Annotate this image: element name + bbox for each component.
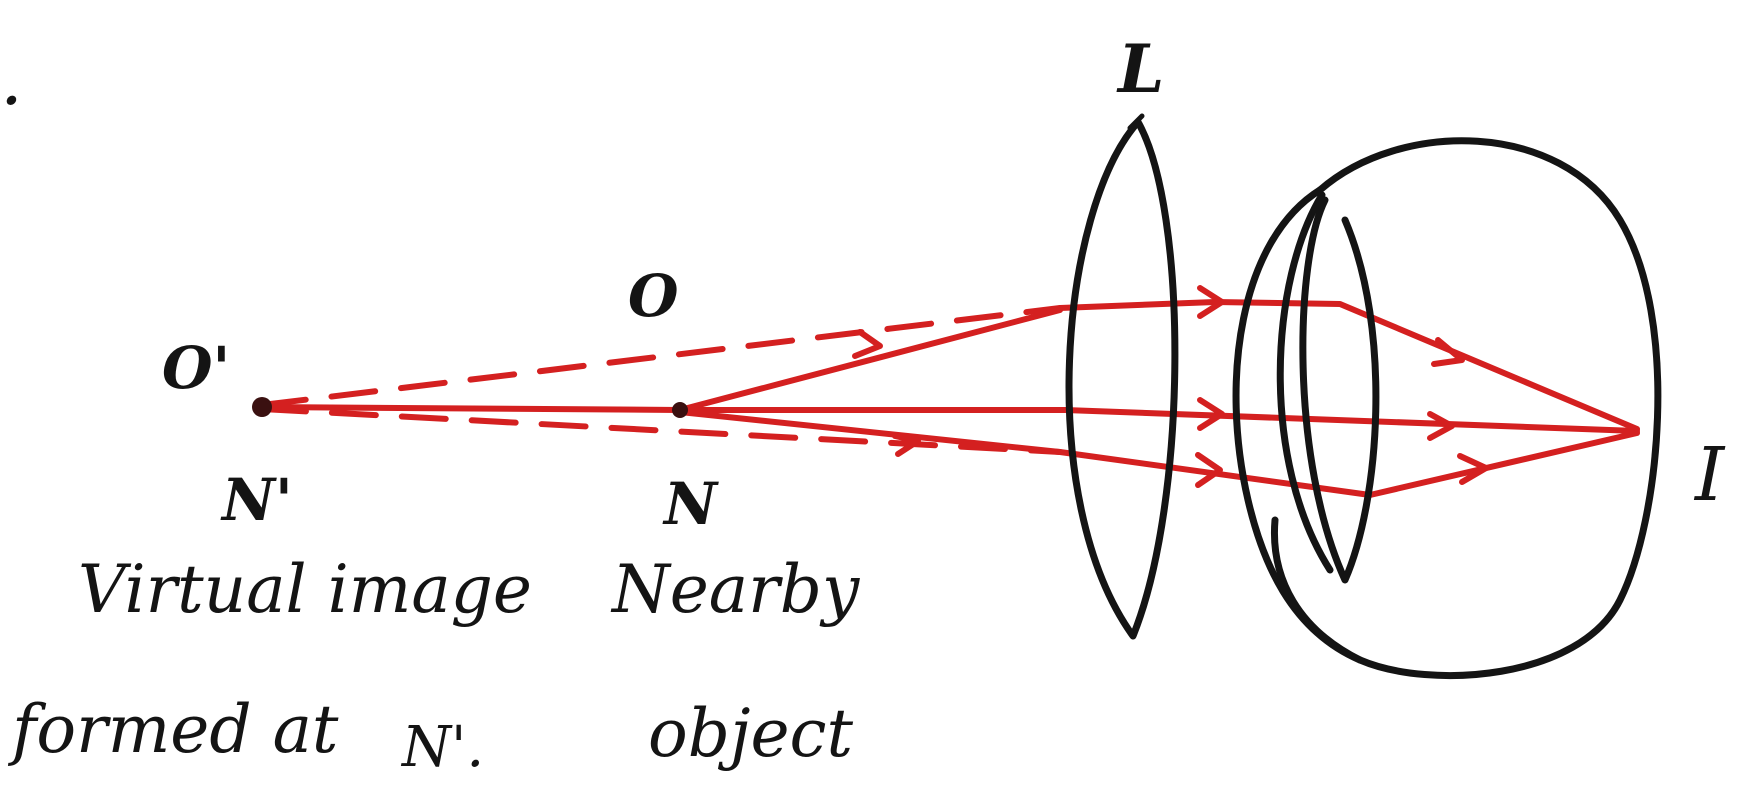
- object-point: [672, 402, 688, 418]
- arrow-upper-incident: [852, 329, 883, 359]
- arrow-lower-eye: [1457, 453, 1489, 485]
- refracted-ray-upper: [1057, 299, 1640, 432]
- label-image-base-N-prime: N': [220, 466, 293, 534]
- label-lens-L: L: [1116, 30, 1164, 108]
- eyeball: [1270, 137, 1662, 680]
- eye-lens: [1299, 196, 1380, 584]
- label-object-top-O: O: [628, 262, 679, 330]
- light-rays: [259, 285, 1640, 498]
- question-number: .: [0, 37, 23, 121]
- eye-lens-front: [1276, 191, 1334, 574]
- refracted-ray-middle: [1062, 407, 1640, 434]
- caption-virtual-image-sub: N'.: [400, 715, 484, 780]
- caption-object-line1: Nearby: [610, 551, 860, 628]
- incident-ray-lower: [677, 409, 1063, 455]
- convex-lens: [1065, 118, 1179, 640]
- axis-ray: [259, 404, 683, 413]
- caption-virtual-image-line1: Virtual image: [78, 551, 532, 628]
- label-retina-image-I: I: [1693, 432, 1726, 518]
- arrow-middle-lens: [1197, 397, 1225, 431]
- label-image-top-O-prime: O': [162, 334, 230, 402]
- arrow-middle-eye: [1427, 411, 1455, 441]
- caption-virtual-image-line2: formed at: [7, 691, 339, 768]
- lens-tick-mark: [1127, 113, 1145, 131]
- virtual-extension-upper: [259, 305, 1063, 408]
- refracted-ray-lower: [1057, 430, 1640, 498]
- virtual-extension-lower: [259, 406, 1063, 455]
- virtual-image-point: [252, 397, 272, 417]
- arrow-lower-lens: [1195, 452, 1223, 488]
- caption-object-line2: object: [648, 695, 853, 772]
- label-object-base-N: N: [662, 470, 719, 538]
- arrow-lower-incident: [892, 433, 921, 457]
- arrow-upper-lens: [1197, 285, 1225, 319]
- arrow-upper-eye: [1431, 337, 1465, 367]
- cornea: [1232, 186, 1364, 664]
- eye: [1232, 137, 1662, 680]
- incident-ray-upper: [677, 307, 1063, 413]
